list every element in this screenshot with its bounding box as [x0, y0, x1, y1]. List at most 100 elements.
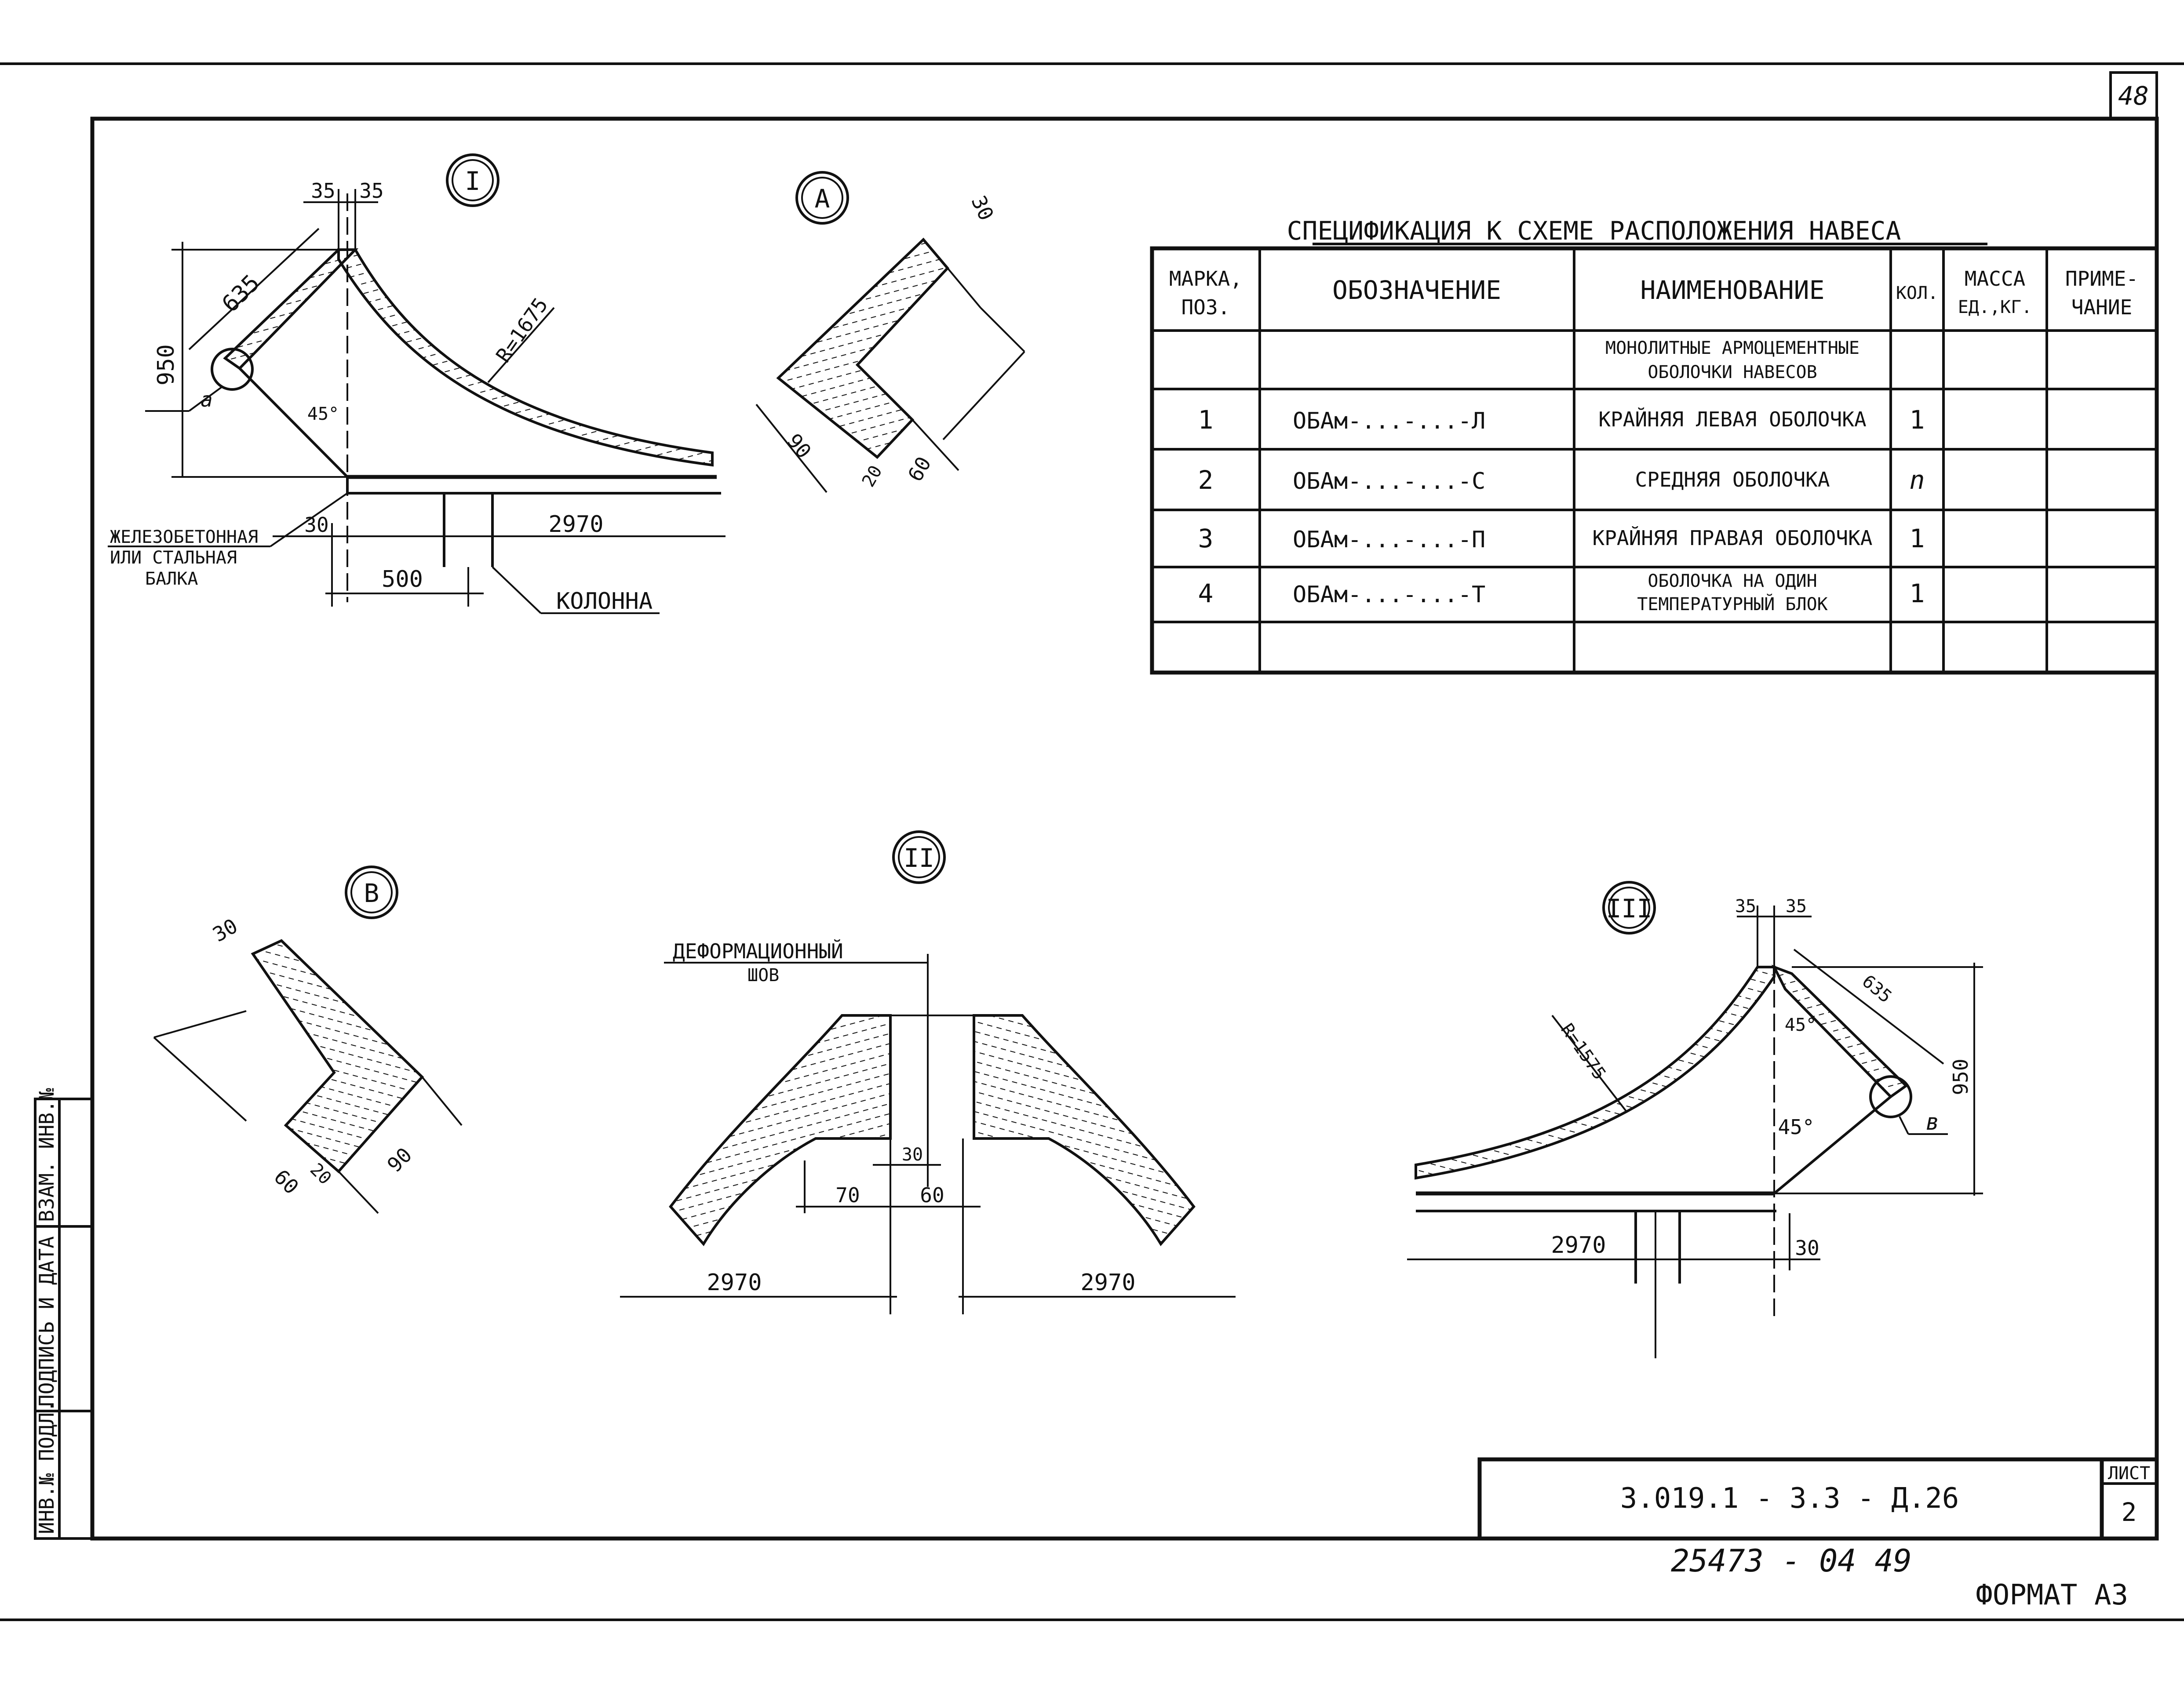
hdr-mark-2: ПОЗ. — [1181, 295, 1230, 319]
row-pos: 1 — [1198, 405, 1214, 435]
detail-B-marker — [345, 866, 398, 919]
row-name: КРАЙНЯЯ ПРАВАЯ ОБОЛОЧКА — [1593, 526, 1873, 550]
node-I-dim-950: 950 — [153, 344, 179, 386]
node-II-dim-2970-left: 2970 — [707, 1269, 762, 1296]
beam-label-2: ИЛИ СТАЛЬНАЯ — [110, 548, 237, 568]
node-I-dim-30: 30 — [304, 513, 328, 537]
node-II: II ДЕФОРМАЦИОННЫЙ ШОВ 70 60 30 2970 2970 — [620, 830, 1236, 1314]
page-number-top: 48 — [2118, 81, 2149, 111]
node-III-dim-30: 30 — [1795, 1236, 1819, 1260]
detail-A-dim-60: 60 — [903, 453, 936, 486]
row-qty: 1 — [1910, 405, 1925, 435]
detail-B-label: В — [364, 878, 379, 908]
detail-A-section — [776, 237, 950, 459]
designation-code: 3.019.1 - 3.3 - Д.26 — [1620, 1482, 1959, 1515]
spec-title: СПЕЦИФИКАЦИЯ К СХЕМЕ РАСПОЛОЖЕНИЯ НАВЕСА — [1287, 216, 1901, 246]
node-I: I а 35 35 635 950 — [108, 153, 726, 615]
node-III-radius: R=1575 — [1557, 1020, 1610, 1084]
node-III-dim-2970: 2970 — [1551, 1232, 1606, 1258]
detail-B: В 30 60 20 90 — [153, 866, 463, 1214]
column-label: КОЛОННА — [556, 588, 653, 615]
node-I-angle: 45° — [307, 404, 339, 424]
beam-label-1: ЖЕЛЕЗОБЕТОННАЯ — [110, 527, 258, 547]
node-III-shell-right-leg — [1771, 964, 1908, 1098]
node-II-right-shell — [973, 1014, 1196, 1247]
node-III-angle-a: 45° — [1785, 1015, 1816, 1035]
detail-A-label: А — [815, 184, 830, 214]
row-designation: ОБАм-...-...-С — [1293, 468, 1485, 495]
stamp-vzam-inv: ВЗАМ. ИНВ.№ — [35, 1088, 58, 1222]
node-II-marker — [892, 830, 946, 884]
hdr-note-2: ЧАНИЕ — [2071, 295, 2132, 319]
detail-A-marker — [795, 171, 849, 225]
row-designation: ОБАм-...-...-Л — [1293, 408, 1485, 434]
detail-B-dim-30: 30 — [209, 914, 242, 946]
node-II-dim-60: 60 — [920, 1183, 944, 1207]
row-pos: 2 — [1198, 465, 1214, 495]
row-designation: ОБАм-...-...-Т — [1293, 582, 1485, 608]
node-III-marker — [1602, 881, 1656, 935]
beam-label-3: БАЛКА — [145, 569, 198, 589]
hdr-mass-1: МАССА — [1965, 267, 2025, 291]
node-II-dim-30: 30 — [902, 1145, 923, 1165]
table-row: 4 ОБАм-...-...-Т ОБОЛОЧКА НА ОДИН ТЕМПЕР… — [1198, 571, 1925, 615]
hdr-note-1: ПРИМЕ- — [2065, 267, 2138, 291]
hdr-mass-2: ЕД.,КГ. — [1958, 297, 2032, 317]
row-pos: 3 — [1198, 524, 1214, 553]
detail-B-dim-90: 90 — [383, 1143, 416, 1177]
node-II-dim-70: 70 — [835, 1183, 860, 1207]
format-label: ФОРМАТ А3 — [1976, 1579, 2128, 1611]
sheet-label: ЛИСТ — [2108, 1463, 2150, 1484]
shell-curve — [337, 248, 714, 467]
joint-label-1: ДЕФОРМАЦИОННЫЙ — [673, 939, 843, 963]
detail-B-dim-60: 60 — [270, 1165, 303, 1199]
node-I-radius: R=1675 — [491, 293, 553, 367]
node-III: III в 35 35 635 950 R=1575 45° — [1407, 881, 1983, 1358]
detail-A-dim-20: 20 — [858, 462, 886, 491]
detail-B-section — [251, 939, 424, 1174]
title-block: 3.019.1 - 3.3 - Д.26 ЛИСТ 2 — [1477, 1457, 2159, 1541]
row-name: КРАЙНЯЯ ЛЕВАЯ ОБОЛОЧКА — [1598, 407, 1866, 431]
row-name: СРЕДНЯЯ ОБОЛОЧКА — [1635, 468, 1830, 491]
group-title-1: МОНОЛИТНЫЕ АРМОЦЕМЕНТНЫЕ — [1605, 338, 1859, 358]
node-I-marker — [446, 153, 500, 207]
node-III-callout: в — [1925, 1109, 1939, 1135]
hdr-qty: КОЛ. — [1896, 283, 1938, 303]
node-I-dim-35a: 35 — [311, 179, 335, 203]
inventory-number: 25473 - 04 49 — [1671, 1543, 1912, 1579]
node-III-dim-35a: 35 — [1735, 896, 1756, 917]
table-row: 2 ОБАм-...-...-С СРЕДНЯЯ ОБОЛОЧКА n — [1198, 465, 1925, 495]
row-designation: ОБАм-...-...-П — [1293, 527, 1485, 553]
hdr-mark-1: МАРКА, — [1169, 267, 1242, 291]
node-II-dim-2970-right: 2970 — [1080, 1269, 1135, 1296]
specification-table: СПЕЦИФИКАЦИЯ К СХЕМЕ РАСПОЛОЖЕНИЯ НАВЕСА… — [1150, 216, 2159, 675]
table-row: 1 ОБАм-...-...-Л КРАЙНЯЯ ЛЕВАЯ ОБОЛОЧКА … — [1198, 405, 1925, 435]
detail-A: А 30 90 20 60 — [755, 171, 1025, 493]
node-III-angle-b: 45° — [1778, 1115, 1814, 1139]
node-III-dim-35b: 35 — [1786, 896, 1807, 917]
stamp-inv-no: ИНВ.№ ПОДЛ. — [35, 1400, 58, 1534]
joint-label-2: ШОВ — [747, 965, 779, 986]
row-name-2: ТЕМПЕРАТУРНЫЙ БЛОК — [1637, 593, 1827, 615]
side-stamp: ВЗАМ. ИНВ.№ ПОДПИСЬ И ДАТА ИНВ.№ ПОДЛ. — [34, 1088, 94, 1540]
node-I-label: I — [465, 166, 481, 196]
shell-left-leg — [223, 248, 359, 370]
node-III-shell-curve — [1415, 966, 1776, 1180]
hdr-designation: ОБОЗНАЧЕНИЕ — [1332, 275, 1501, 305]
node-III-dim-635: 635 — [1858, 971, 1896, 1007]
node-II-left-shell — [669, 1014, 892, 1247]
group-title-2: ОБОЛОЧКИ НАВЕСОВ — [1648, 362, 1817, 382]
detail-A-dim-90: 90 — [782, 429, 816, 463]
node-III-dim-950: 950 — [1949, 1058, 1973, 1095]
drawing-frame — [90, 116, 2159, 1541]
row-qty: 1 — [1910, 524, 1925, 553]
page-number-box — [2109, 71, 2158, 120]
node-I-dim-500: 500 — [382, 566, 423, 593]
row-name: ОБОЛОЧКА НА ОДИН — [1648, 571, 1817, 591]
stamp-signature-date: ПОДПИСЬ И ДАТА — [35, 1236, 58, 1407]
node-I-dim-2970: 2970 — [548, 511, 603, 538]
node-I-dim-35b: 35 — [359, 179, 383, 203]
detail-A-dim-30: 30 — [966, 192, 998, 224]
node-II-label: II — [904, 843, 934, 873]
